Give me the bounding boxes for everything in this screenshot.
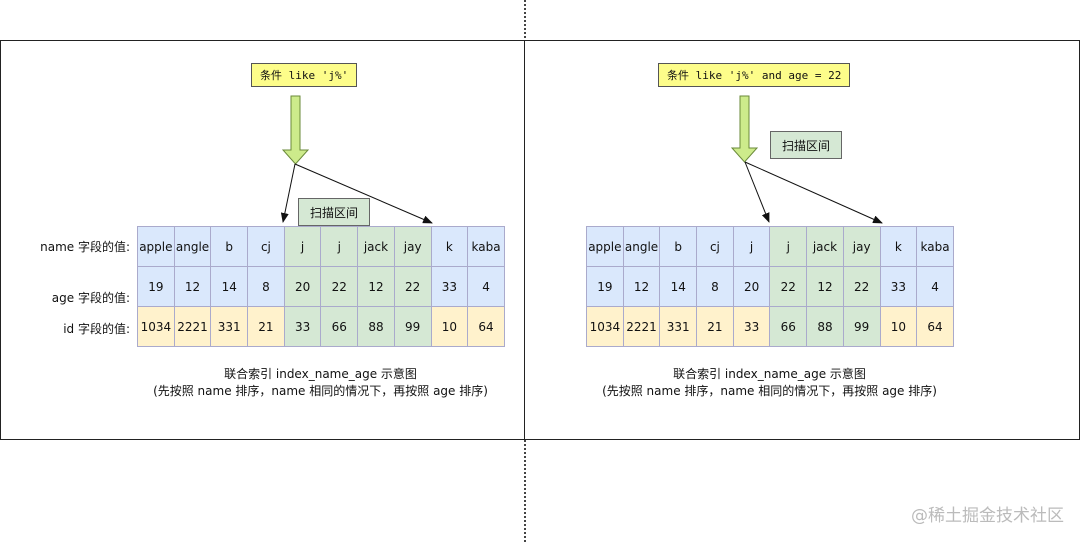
age-cell: 19 — [137, 266, 175, 307]
age-cell: 8 — [696, 266, 734, 307]
name-cell: angle — [622, 226, 661, 267]
name-cell: j — [769, 226, 808, 267]
id-cell: 66 — [769, 306, 808, 347]
age-cell: 12 — [173, 266, 212, 307]
id-cell: 64 — [467, 306, 505, 347]
age-cell: 22 — [393, 266, 432, 307]
age-cell: 4 — [467, 266, 505, 307]
id-cell: 21 — [247, 306, 285, 347]
age-cell: 12 — [622, 266, 661, 307]
left-row-label-name: name 字段的值: — [40, 240, 130, 254]
name-cell: apple — [586, 226, 624, 267]
age-cell: 4 — [916, 266, 954, 307]
id-cell: 21 — [696, 306, 734, 347]
name-cell: jay — [842, 226, 881, 267]
id-cell: 1034 — [586, 306, 624, 347]
age-cell: 33 — [430, 266, 469, 307]
left-row-label-id: id 字段的值: — [63, 322, 130, 336]
id-cell: 66 — [320, 306, 359, 347]
left-scan-start-arrow — [280, 163, 296, 223]
left-condition-box: 条件 like 'j%' — [251, 63, 357, 87]
name-cell: cj — [696, 226, 734, 267]
right-caption-title: 联合索引 index_name_age 示意图 — [673, 367, 866, 381]
id-cell: 88 — [806, 306, 844, 347]
age-cell: 12 — [357, 266, 395, 307]
id-cell: 33 — [732, 306, 771, 347]
right-down-arrow-icon — [730, 95, 759, 163]
name-cell: cj — [247, 226, 285, 267]
id-cell: 331 — [210, 306, 249, 347]
id-cell: 331 — [659, 306, 698, 347]
right-scan-start-arrow — [744, 161, 770, 223]
id-cell: 2221 — [173, 306, 212, 347]
name-cell: b — [659, 226, 698, 267]
age-cell: 22 — [320, 266, 359, 307]
right-scan-range-label: 扫描区间 — [770, 131, 842, 159]
id-cell: 1034 — [137, 306, 175, 347]
age-cell: 22 — [842, 266, 881, 307]
id-cell: 10 — [430, 306, 469, 347]
id-cell: 33 — [283, 306, 322, 347]
left-scan-end-arrow — [294, 163, 433, 224]
left-caption-title: 联合索引 index_name_age 示意图 — [224, 367, 417, 381]
id-cell: 64 — [916, 306, 954, 347]
age-cell: 20 — [732, 266, 771, 307]
id-cell: 99 — [393, 306, 432, 347]
left-scan-range-label: 扫描区间 — [298, 198, 370, 226]
name-cell: j — [283, 226, 322, 267]
id-cell: 99 — [842, 306, 881, 347]
id-cell: 2221 — [622, 306, 661, 347]
name-cell: jack — [357, 226, 395, 267]
age-cell: 33 — [879, 266, 918, 307]
id-cell: 10 — [879, 306, 918, 347]
left-down-arrow-icon — [281, 95, 310, 165]
age-cell: 20 — [283, 266, 322, 307]
name-cell: jay — [393, 226, 432, 267]
age-cell: 12 — [806, 266, 844, 307]
left-caption: 联合索引 index_name_age 示意图 (先按照 name 排序，nam… — [137, 366, 504, 400]
left-row-label-age: age 字段的值: — [51, 291, 130, 305]
name-cell: k — [430, 226, 469, 267]
age-cell: 19 — [586, 266, 624, 307]
right-caption: 联合索引 index_name_age 示意图 (先按照 name 排序，nam… — [586, 366, 953, 400]
left-caption-note: (先按照 name 排序，name 相同的情况下，再按照 age 排序) — [153, 384, 488, 398]
name-cell: kaba — [916, 226, 954, 267]
age-cell: 8 — [247, 266, 285, 307]
name-cell: j — [320, 226, 359, 267]
right-condition-box: 条件 like 'j%' and age = 22 — [658, 63, 850, 87]
watermark: @稀土掘金技术社区 — [911, 506, 1064, 526]
name-cell: jack — [806, 226, 844, 267]
age-cell: 14 — [210, 266, 249, 307]
name-cell: k — [879, 226, 918, 267]
right-caption-note: (先按照 name 排序，name 相同的情况下，再按照 age 排序) — [602, 384, 937, 398]
right-scan-end-arrow — [744, 161, 883, 224]
age-cell: 14 — [659, 266, 698, 307]
